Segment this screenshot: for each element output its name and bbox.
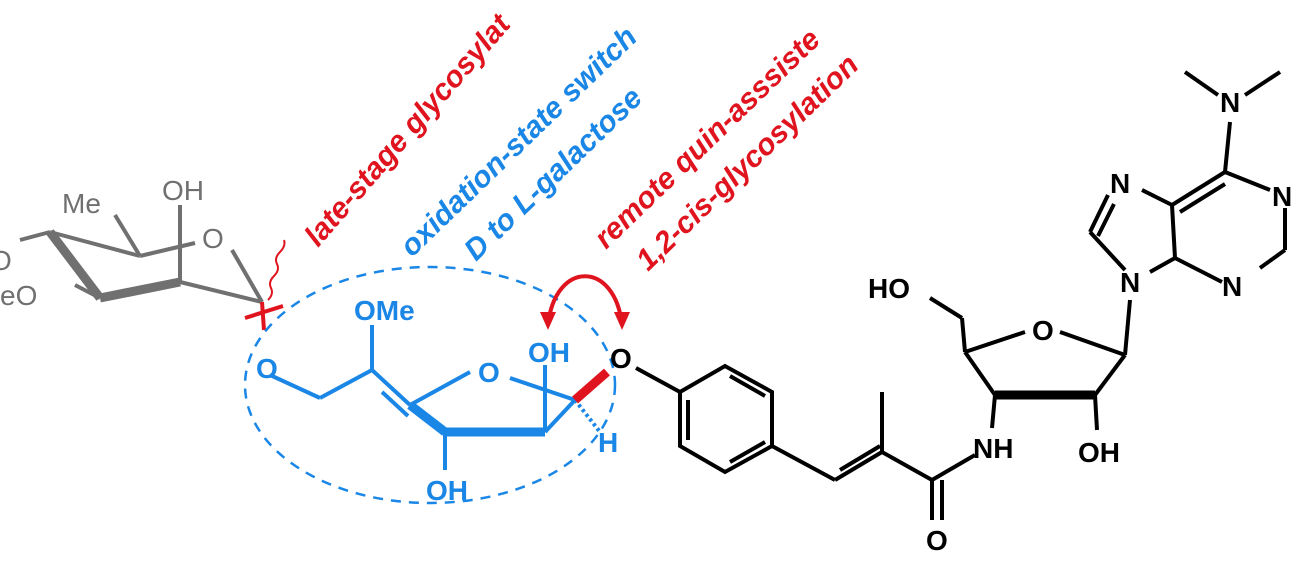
- atom-me: Me: [62, 188, 101, 219]
- atom-ome: OMe: [354, 295, 415, 326]
- atom-n3: N: [1222, 271, 1242, 302]
- atom-blue-h: H: [598, 427, 618, 458]
- arrowhead-right-icon: [614, 312, 630, 330]
- atom-ribose-ho: HO: [868, 273, 910, 304]
- atom-amide-nh: NH: [973, 433, 1013, 464]
- wavy-bond-icon: [267, 239, 286, 301]
- atom-blue-ring-o: O: [478, 357, 500, 388]
- atom-gray-meo: eO: [0, 280, 37, 311]
- gray-sugar: [19, 205, 264, 304]
- atom-n9: N: [1120, 267, 1140, 298]
- atom-ribose-oh: OH: [1078, 437, 1120, 468]
- glycosidic-cut-mark: [244, 301, 284, 331]
- atom-blue-oh-top: OH: [528, 337, 570, 368]
- atom-gray-ring-o: O: [202, 223, 224, 254]
- atom-nme2: N: [1220, 87, 1240, 118]
- atom-gray-o-left: O: [0, 245, 12, 276]
- blue-sugar: [269, 325, 602, 470]
- atom-gray-oh: OH: [162, 175, 204, 206]
- highlight-ellipse: [243, 265, 617, 505]
- atom-ribose-o: O: [1032, 315, 1054, 346]
- double-arrow-icon: [546, 274, 624, 326]
- atom-blue-oh-bottom: OH: [426, 475, 468, 506]
- atom-n1: N: [1272, 181, 1292, 212]
- arrowhead-left-icon: [540, 312, 556, 330]
- atom-n7: N: [1110, 168, 1130, 199]
- atom-aryl-o: O: [610, 343, 632, 374]
- atom-blue-link-o: O: [256, 353, 278, 384]
- red-glycosidic-bond: [572, 368, 610, 404]
- aglycone: [635, 70, 1287, 520]
- atom-amide-o: O: [926, 525, 948, 556]
